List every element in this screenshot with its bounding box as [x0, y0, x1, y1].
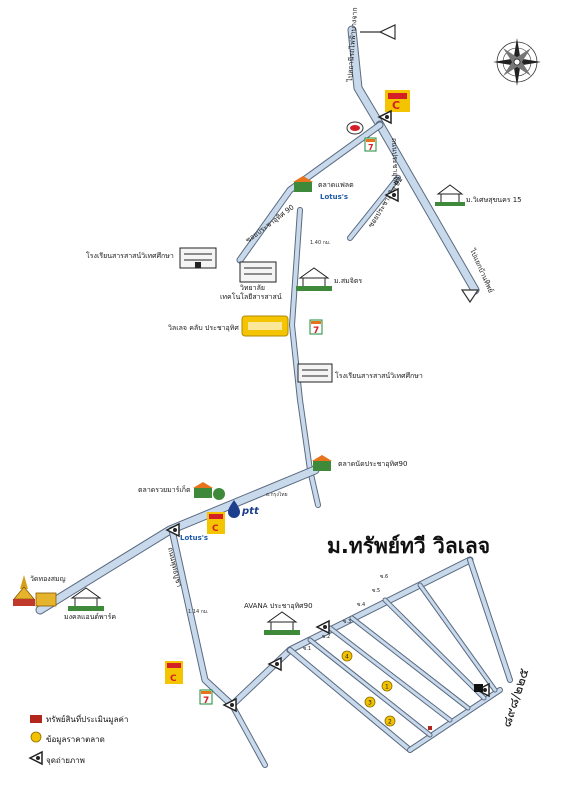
- road-label-soi92: ซอยประชาอุทิศ 92: [367, 176, 405, 230]
- svg-text:ptt: ptt: [241, 506, 260, 517]
- lane-number: ซ.4: [357, 602, 365, 608]
- seven-eleven-icon: 7: [309, 319, 323, 336]
- place-label: วิทยาลัยเทคโนโลยีสารสาสน์: [220, 284, 282, 301]
- cafe-sign-icon: [241, 315, 289, 337]
- place-label: ม.วิเศษสุขนคร 15: [466, 196, 522, 204]
- svg-text:7: 7: [313, 326, 319, 336]
- arrow-down-icon: [460, 289, 480, 304]
- road-network: [35, 25, 513, 768]
- house-icon: [264, 611, 300, 635]
- camera-point-icon: [165, 522, 180, 538]
- page-title: ม.ทรัพย์ทวี วิลเลจ: [327, 534, 490, 558]
- compass-rose-icon: [493, 38, 541, 86]
- makro-icon: C: [207, 512, 225, 534]
- price-marker-icon: 1: [381, 680, 393, 692]
- svg-text:3: 3: [368, 700, 372, 707]
- distance-label-2: 1.14 กม.: [188, 609, 209, 615]
- svg-text:7: 7: [203, 696, 209, 706]
- place-label: AVANA ประชาอุทิศ90: [244, 602, 313, 610]
- lotus-label: Lotus's: [180, 534, 208, 542]
- college-label-line: วิทยาลัย: [240, 284, 265, 292]
- market-icon: [193, 482, 225, 500]
- college-label-line: เทคโนโลยีสารสาสน์: [220, 292, 282, 301]
- legend-property-icon: [30, 715, 42, 723]
- photo-points: [165, 109, 490, 713]
- lane-number: ซ.3: [343, 619, 351, 625]
- house-icon: [68, 587, 104, 611]
- place-label: วัดทองสมญ: [30, 575, 66, 583]
- makro-icon: C: [165, 661, 183, 684]
- svg-text:๘๙๘/๒๒๕: ๘๙๘/๒๒๕: [500, 666, 533, 729]
- building-icon: [179, 247, 217, 269]
- place-labels: โรงเรียนสารสาสน์วิเทศศึกษา วิทยาลัยเทคโน…: [30, 181, 522, 621]
- svg-text:4: 4: [345, 654, 349, 661]
- svg-text:1: 1: [385, 684, 389, 691]
- lane-number: ซ.6: [380, 574, 388, 580]
- lane-number: ซ.2: [322, 634, 330, 640]
- svg-text:C: C: [392, 99, 400, 112]
- house-icon: [435, 184, 465, 206]
- lane-number: ซ.5: [372, 588, 380, 594]
- place-label: มงคลแอนด์พาร์ค: [64, 613, 116, 621]
- place-label: ตลาดรวยมาร์เก็ต: [138, 485, 191, 494]
- camera-point-icon: [377, 109, 392, 125]
- building-icon: [239, 261, 277, 283]
- price-marker-icon: 3: [364, 696, 376, 708]
- camera-point-icon: [384, 187, 399, 203]
- distance-label-1: 1.40 กม.: [310, 240, 331, 246]
- subject-property-highlight: [428, 726, 432, 730]
- seven-eleven-icon: 7: [199, 689, 213, 706]
- price-marker-icon: 4: [341, 650, 353, 662]
- price-marker-icon: 2: [384, 715, 396, 727]
- seven-eleven-icon: 7: [364, 137, 377, 152]
- camera-point-icon: [315, 619, 330, 635]
- market-icon: [312, 455, 332, 471]
- place-label: ตลาดนัดประชาอุทิศ90: [338, 460, 407, 468]
- legend-property-label: ทรัพย์สินที่ประเมินมูลค่า: [46, 715, 129, 724]
- legend-price-icon: [30, 731, 42, 743]
- lotus-label: Lotus's: [320, 193, 348, 201]
- legend: [28, 715, 43, 766]
- house-icon: [296, 267, 332, 291]
- price-markers: 4 1 3 2: [341, 650, 396, 727]
- market-icon: [293, 176, 313, 192]
- place-label: ม.สมจิตร: [334, 277, 362, 285]
- camera-point-icon: [267, 656, 282, 672]
- plot-number-label: ๘๙๘/๒๒๕: [500, 666, 533, 729]
- ptt-logo-icon: ptt: [228, 500, 260, 518]
- legend-camera-icon: [28, 750, 43, 766]
- subject-property-marker: [474, 684, 483, 692]
- legend-price-label: ข้อมูลราคาตลาด: [46, 735, 105, 744]
- bank-label: ธ.กรุงไทย: [266, 491, 288, 498]
- lane-number: ซ.1: [303, 646, 311, 652]
- svg-text:C: C: [212, 524, 219, 534]
- place-label: โรงเรียนสารสาสน์วิเทศศึกษา: [86, 251, 174, 260]
- svg-text:C: C: [170, 674, 177, 684]
- badge-icon: [346, 121, 364, 135]
- road-label-pracha-uthit: ถนนประชาอุทิศ: [390, 138, 400, 187]
- makro-icon: C: [385, 90, 410, 112]
- road-label-soi90: ซอยประชาอุทิศ 90: [244, 203, 295, 244]
- svg-text:2: 2: [388, 719, 392, 726]
- camera-point-icon: [222, 697, 237, 713]
- place-label: โรงเรียนสารสาสน์วิเทศศึกษา: [335, 371, 423, 380]
- arrow-up-icon: [378, 24, 396, 40]
- place-label: วิลเลจ คลับ ประชาอุทิศ: [168, 324, 239, 332]
- place-label: ตลาดแฟลต: [318, 181, 354, 189]
- building-icon: [297, 363, 333, 383]
- temple-icon: [13, 575, 57, 607]
- direction-arrows: [360, 24, 480, 304]
- legend-photo-label: จุดถ่ายภาพ: [46, 756, 85, 765]
- svg-text:7: 7: [368, 143, 374, 152]
- lane-numbers: ซ.1 ซ.2 ซ.3 ซ.4 ซ.5 ซ.6: [303, 574, 388, 652]
